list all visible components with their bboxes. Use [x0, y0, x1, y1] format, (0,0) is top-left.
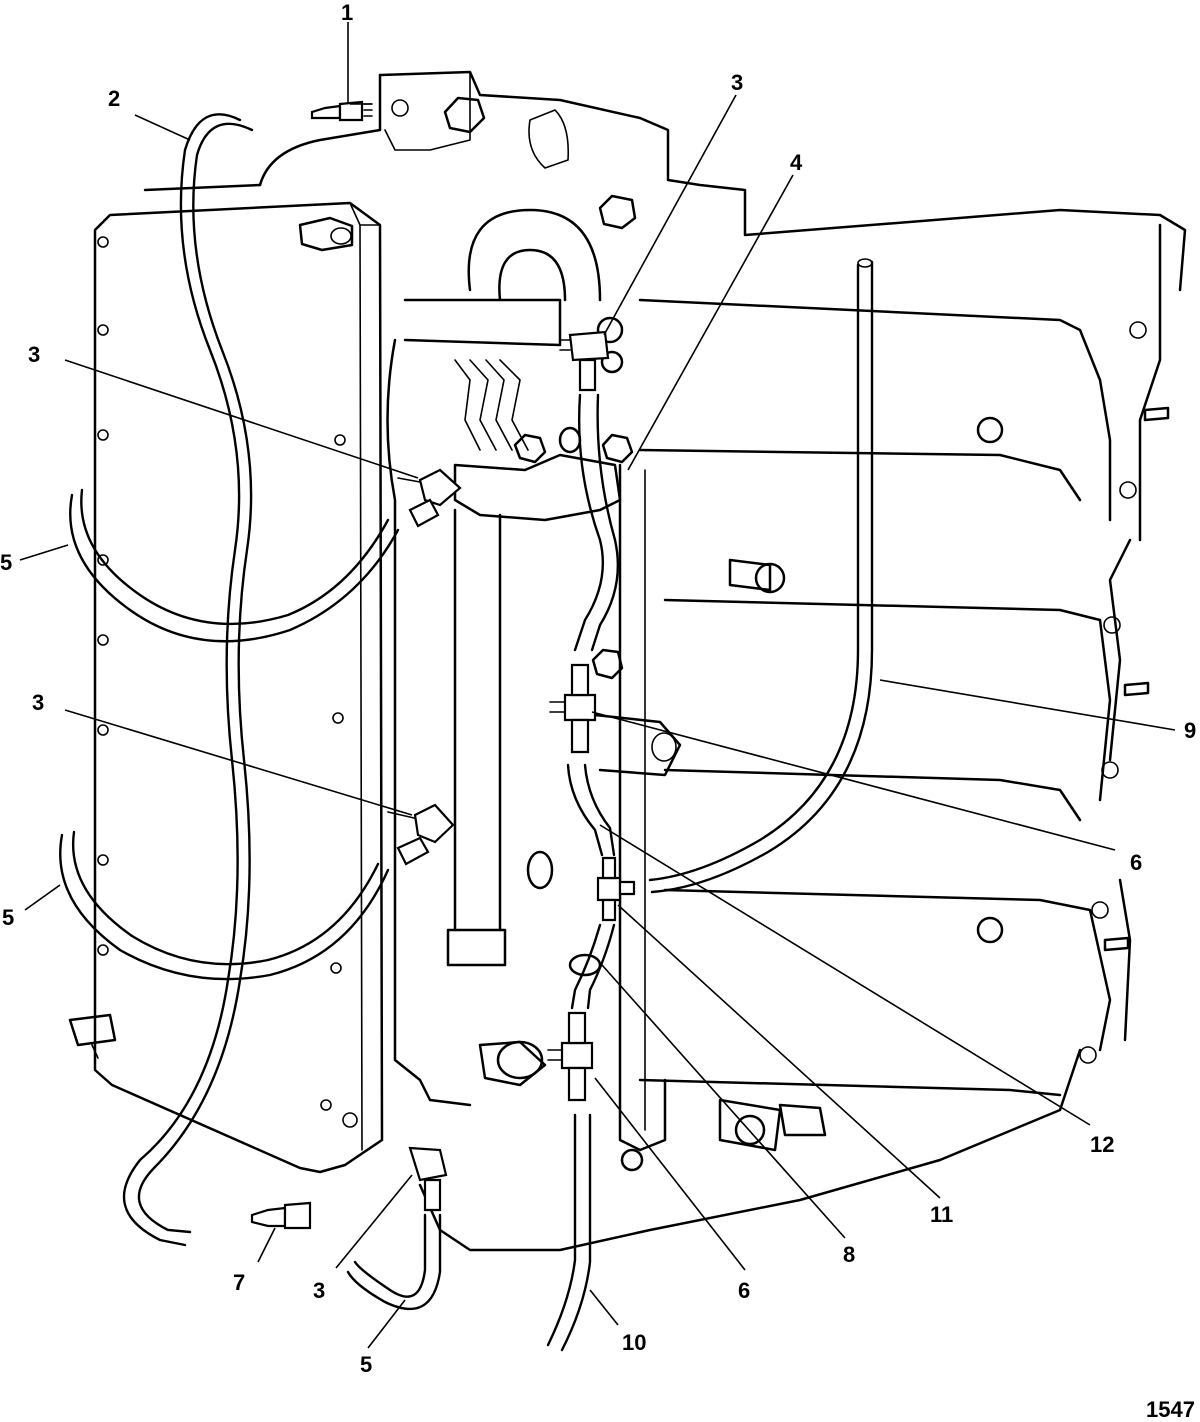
callout-6-upper: 6 — [1130, 850, 1142, 875]
tee-fitting-lower — [547, 1011, 594, 1102]
callout-3-top: 3 — [731, 70, 743, 95]
callout-3-lower-left: 3 — [32, 690, 44, 715]
elbow-fitting-top — [559, 330, 610, 392]
elbow-fitting-lower-left — [387, 803, 455, 866]
hose-5-lower — [59, 833, 390, 981]
hoses — [59, 113, 874, 1352]
fitting-1 — [310, 100, 373, 122]
callout-4: 4 — [790, 150, 803, 175]
hose-5-upper — [69, 493, 400, 643]
callout-9: 9 — [1184, 718, 1196, 743]
tee-fitting-upper — [549, 663, 597, 754]
callout-5-lower: 5 — [2, 905, 14, 930]
engine-block — [68, 70, 1187, 1252]
callout-8: 8 — [843, 1242, 855, 1267]
hose-5-bottom — [353, 1213, 427, 1298]
callout-3-upper-left: 3 — [28, 342, 40, 367]
callout-3-bottom: 3 — [313, 1278, 325, 1303]
callout-5-bottom: 5 — [360, 1352, 372, 1377]
leader-lines — [19, 22, 1176, 1349]
elbow-fitting-upper-left — [397, 468, 462, 528]
hose-2 — [122, 113, 242, 1247]
tee-fitting-small — [596, 856, 636, 922]
callout-6-lower: 6 — [738, 1278, 750, 1303]
callout-1: 1 — [341, 0, 353, 25]
fittings — [250, 100, 636, 1230]
callout-12: 12 — [1090, 1132, 1114, 1157]
elbow-fitting-bottom — [408, 1146, 448, 1212]
callout-10: 10 — [622, 1330, 646, 1355]
callout-11: 11 — [930, 1202, 953, 1227]
callout-7: 7 — [233, 1270, 245, 1295]
fitting-7 — [250, 1201, 312, 1230]
callout-2: 2 — [108, 86, 120, 111]
hose-9 — [648, 263, 860, 882]
figure-number: 1547 — [1146, 1397, 1195, 1422]
hose-10 — [546, 1113, 577, 1347]
callout-5-upper: 5 — [0, 550, 12, 575]
